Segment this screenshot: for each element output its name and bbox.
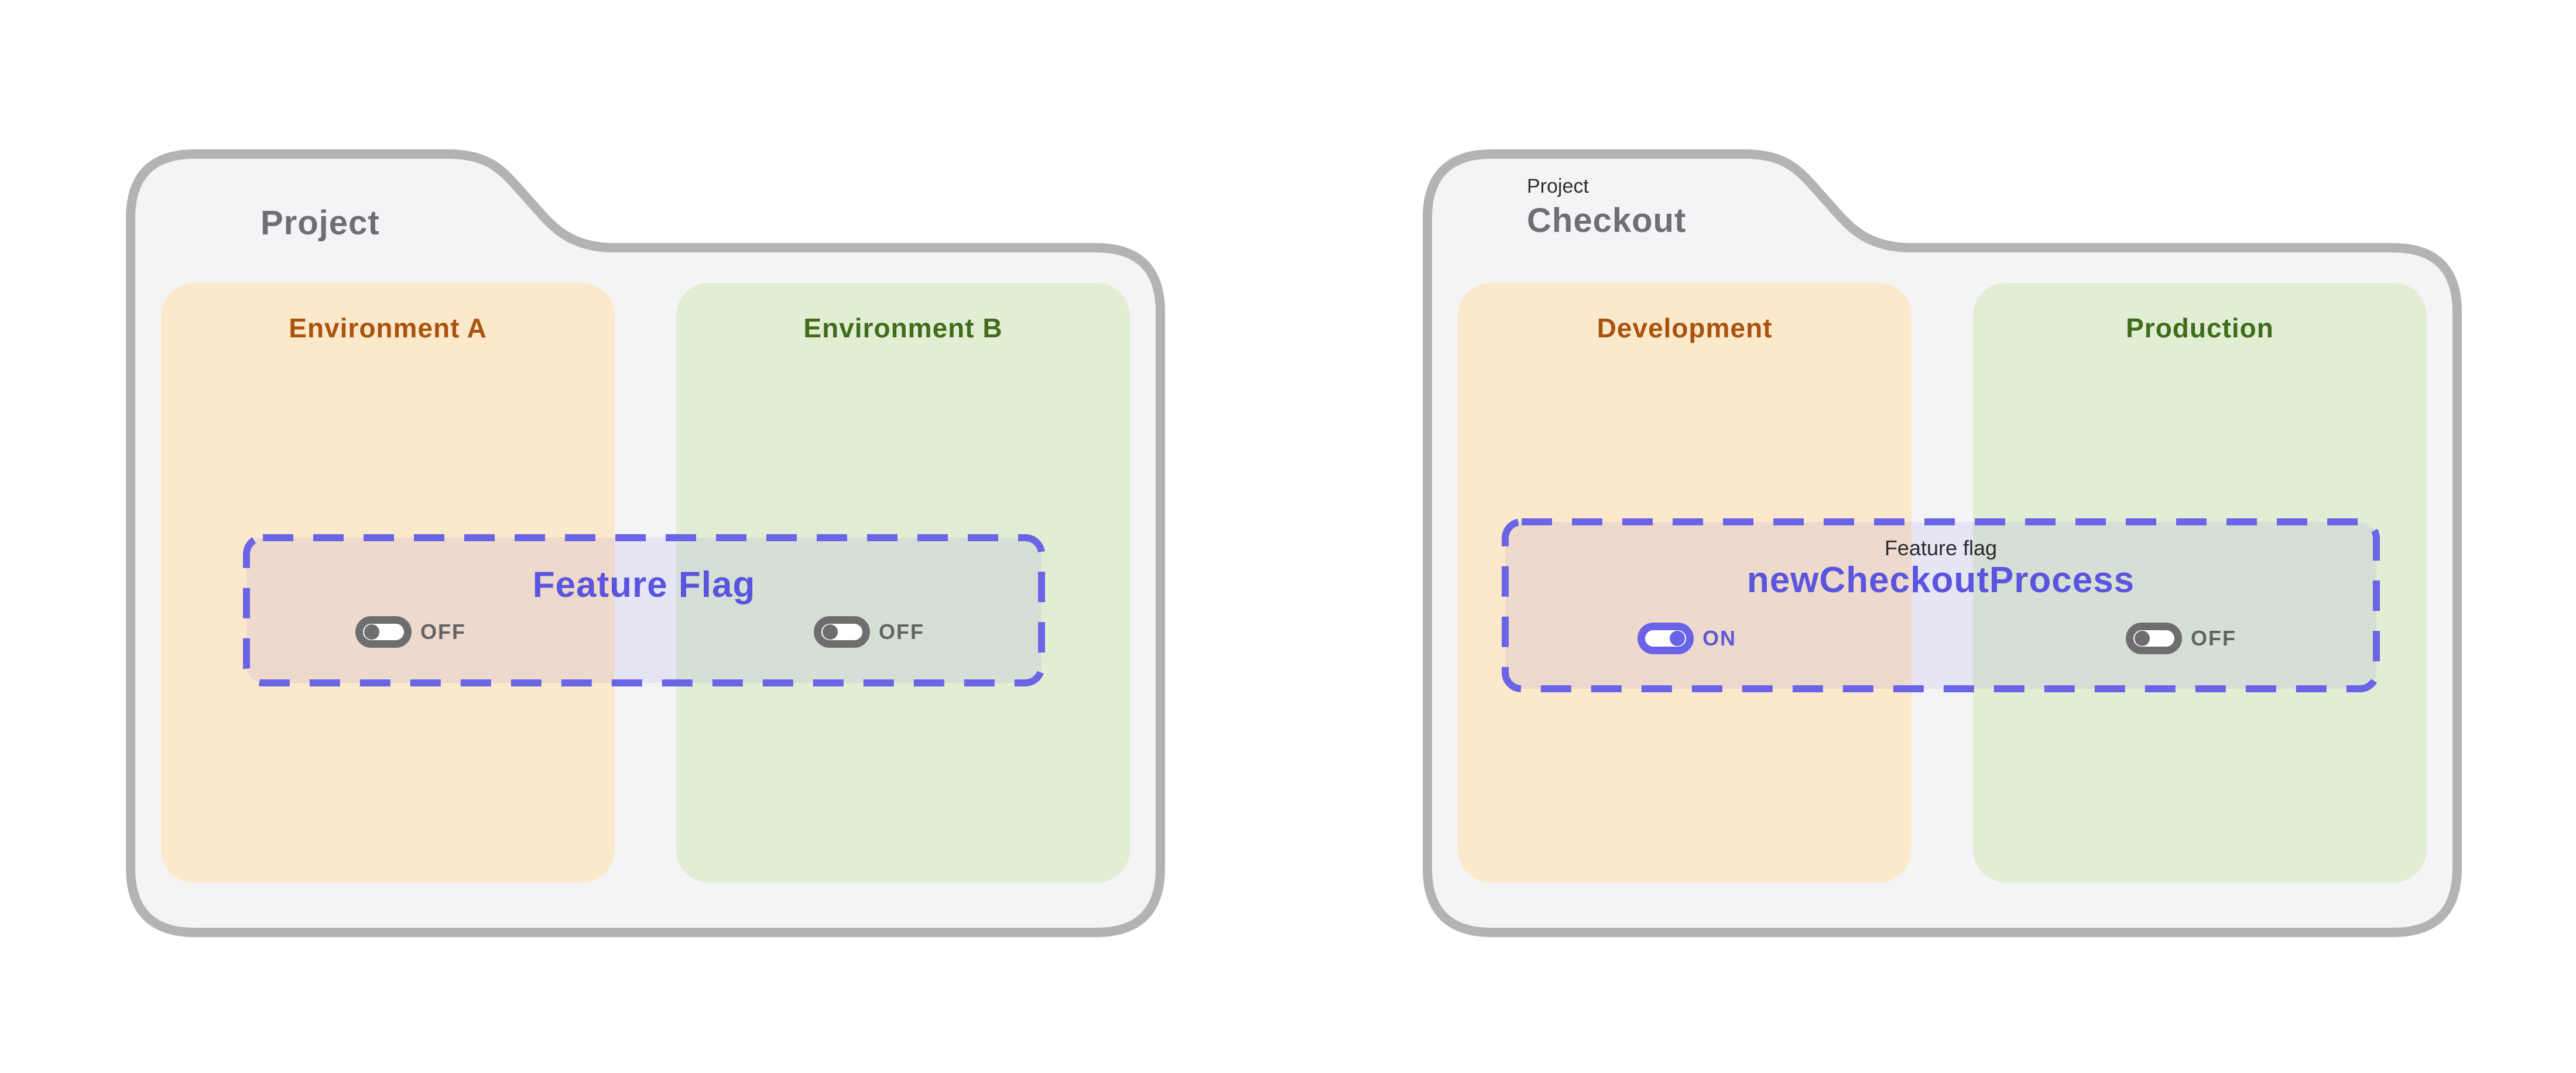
- feature-flag-name: Feature Flag: [532, 565, 756, 605]
- folder-title: Project: [261, 204, 380, 242]
- toggle-knob-icon: [823, 624, 838, 640]
- toggle-switch-on[interactable]: [1638, 623, 1694, 654]
- toggle-group-production: OFF: [2126, 623, 2236, 654]
- environment-name: Environment A: [289, 313, 487, 343]
- feature-flag-name: newCheckoutProcess: [1746, 560, 2135, 600]
- environment-name: Development: [1597, 313, 1773, 343]
- toggle-state-label: OFF: [2191, 626, 2236, 650]
- toggle-state-label: OFF: [879, 620, 924, 644]
- toggle-group-environment-a: OFF: [355, 616, 466, 648]
- environment-name: Production: [2126, 313, 2274, 343]
- environment-card-b: Environment B: [676, 283, 1130, 883]
- toggle-switch-off[interactable]: [355, 616, 412, 648]
- feature-flag-boundary: [243, 534, 1045, 686]
- toggle-group-environment-b: OFF: [814, 616, 924, 648]
- project-folder-generic: Project Environment A Environment B Feat…: [126, 149, 1165, 937]
- project-folder-checkout: Project Checkout Development Production …: [1423, 149, 2462, 937]
- toggle-group-development: ON: [1638, 623, 1736, 654]
- toggle-switch-off[interactable]: [2126, 623, 2182, 654]
- toggle-state-label: ON: [1703, 626, 1736, 650]
- feature-flag-kicker: Feature flag: [1884, 536, 1998, 560]
- folder-title: Checkout: [1527, 201, 1687, 240]
- toggle-knob-icon: [1670, 631, 1685, 646]
- environment-card-development: Development: [1458, 283, 1912, 883]
- toggle-knob-icon: [364, 624, 379, 640]
- environment-card-a: Environment A: [161, 283, 615, 883]
- toggle-state-label: OFF: [420, 620, 466, 644]
- environment-name: Environment B: [803, 313, 1003, 343]
- toggle-switch-off[interactable]: [814, 616, 870, 648]
- toggle-knob-icon: [2135, 631, 2150, 646]
- environment-card-production: Production: [1973, 283, 2427, 883]
- folder-kicker: Project: [1527, 175, 1589, 197]
